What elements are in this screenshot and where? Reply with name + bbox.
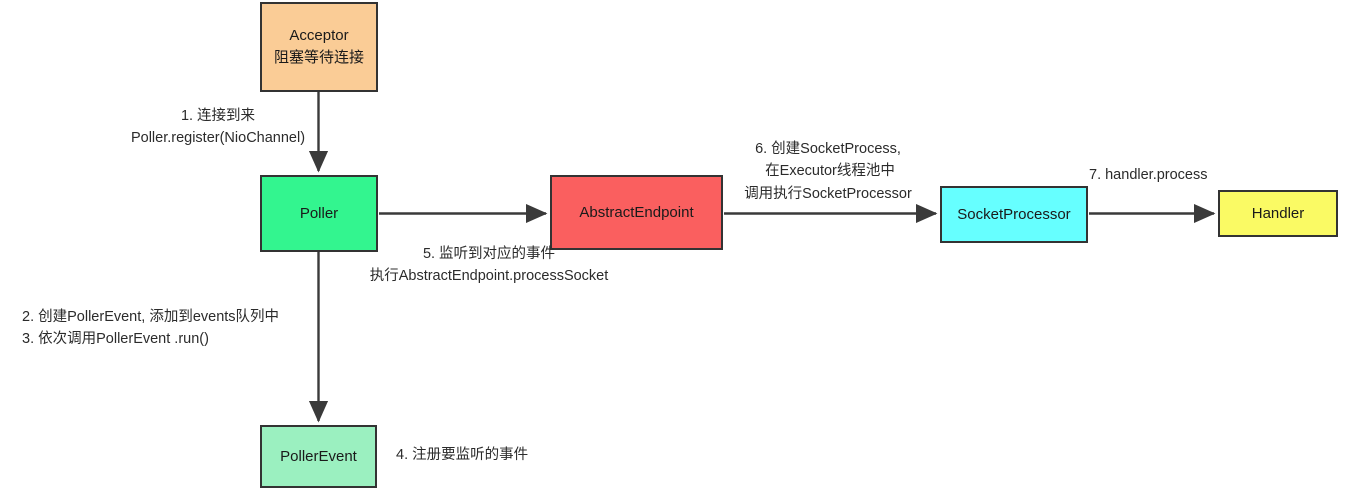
node-handler-label: Handler bbox=[1251, 204, 1305, 222]
node-poller[interactable]: Poller bbox=[260, 175, 378, 252]
node-socketprocessor[interactable]: SocketProcessor bbox=[940, 186, 1088, 243]
edge-label-step-1: 1. 连接到来 Poller.register(NioChannel) bbox=[130, 108, 306, 147]
node-poller-label: Poller bbox=[299, 204, 339, 222]
edge-label-step-2-3: 2. 创建PollerEvent, 添加到events队列中 3. 依次调用Po… bbox=[22, 309, 280, 348]
node-acceptor[interactable]: Acceptor 阻塞等待连接 bbox=[260, 2, 378, 92]
node-abstractendpoint-label: AbstractEndpoint bbox=[579, 203, 694, 221]
node-acceptor-label-line2: 阻塞等待连接 bbox=[273, 49, 364, 66]
edge-label-step-7: 7. handler.process bbox=[1089, 167, 1208, 183]
node-pollerevent-label: PollerEvent bbox=[280, 447, 357, 465]
node-abstractendpoint[interactable]: AbstractEndpoint bbox=[550, 175, 723, 250]
edge-label-step-6: 6. 创建SocketProcess, 在Executor线程池中 调用执行So… bbox=[744, 141, 912, 202]
edge-label-step-5: 5. 监听到对应的事件 执行AbstractEndpoint.processSo… bbox=[369, 246, 609, 285]
edge-label-step-4: 4. 注册要监听的事件 bbox=[396, 447, 529, 463]
node-acceptor-label-line1: Acceptor bbox=[289, 27, 349, 45]
node-pollerevent[interactable]: PollerEvent bbox=[260, 425, 377, 488]
node-handler[interactable]: Handler bbox=[1218, 190, 1338, 237]
node-socketprocessor-label: SocketProcessor bbox=[957, 205, 1071, 223]
